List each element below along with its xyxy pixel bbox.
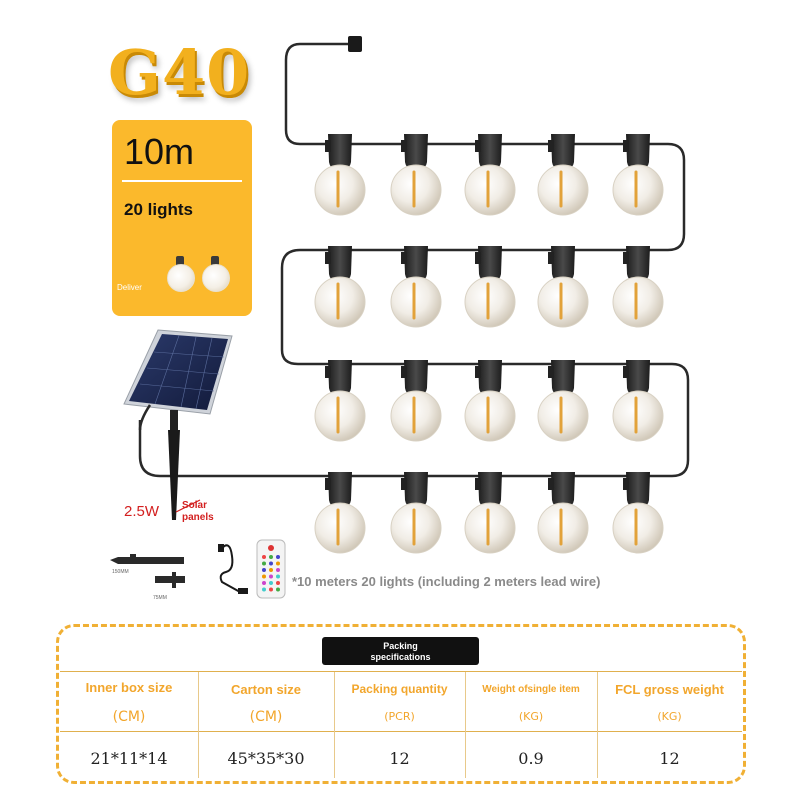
solar-panel-label: Solar panels	[182, 500, 214, 524]
light-bulb	[314, 134, 366, 216]
solar-panel-label-line2: panels	[182, 512, 214, 523]
footnote: *10 meters 20 lights (including 2 meters…	[292, 574, 601, 589]
column-header-weight: Weight ofsingle item	[482, 684, 580, 695]
table-cell: 12	[659, 749, 680, 768]
column-unit: (CM)	[112, 709, 146, 725]
info-card: 10m 20 lights Deliver	[112, 120, 252, 316]
remote-key	[269, 561, 273, 566]
remote-key	[262, 581, 266, 585]
remote-key	[276, 561, 280, 566]
light-count-label: 20 lights	[124, 200, 193, 219]
column-header-carton: Carton size	[230, 682, 302, 697]
light-bulb	[390, 134, 442, 216]
table-cell: 0.9	[518, 749, 544, 768]
bulb-row	[314, 134, 664, 554]
light-bulb	[464, 360, 516, 442]
column-divider	[334, 672, 335, 778]
light-bulb	[314, 472, 366, 554]
length-label: 10m	[124, 131, 195, 172]
light-bulb	[537, 134, 589, 216]
column-divider	[198, 672, 199, 778]
light-bulb	[314, 360, 366, 442]
light-bulb	[612, 134, 664, 216]
column-unit: (CM)	[249, 709, 283, 725]
divider	[122, 180, 242, 182]
remote-key	[276, 587, 280, 592]
remote-key	[262, 574, 266, 579]
remote-key	[269, 587, 273, 592]
remote-key	[269, 555, 273, 559]
spare-bulb-image	[202, 256, 230, 292]
string-lights-illustration	[110, 36, 690, 599]
remote-key	[269, 574, 273, 579]
model-title: G40	[108, 36, 251, 109]
light-bulb	[464, 246, 516, 328]
table-cell: 12	[389, 749, 410, 768]
light-bulb	[464, 134, 516, 216]
light-bulb	[537, 246, 589, 328]
light-bulb	[537, 472, 589, 554]
table-cell: 45*35*30	[227, 749, 305, 768]
table-cell: 21*11*14	[90, 749, 168, 768]
remote-key	[262, 561, 266, 566]
connector-plug	[348, 36, 362, 52]
remote-key	[262, 555, 266, 559]
remote-key	[269, 581, 273, 585]
column-header-inner-box: Inner box size	[85, 680, 173, 695]
remote-control-accessory	[256, 539, 286, 599]
light-bulb	[612, 360, 664, 442]
light-bulb	[537, 360, 589, 442]
column-unit: (KG)	[657, 710, 682, 723]
spare-bulb-image	[167, 256, 195, 292]
remote-key	[262, 587, 266, 592]
light-bulb	[390, 360, 442, 442]
remote-key	[262, 568, 266, 572]
column-divider	[465, 672, 466, 778]
usb-cable-accessory	[218, 544, 248, 594]
table-divider	[60, 731, 742, 732]
packing-specs-table	[56, 624, 746, 784]
remote-key	[276, 555, 280, 559]
column-header-fcl: FCL gross weight	[615, 682, 724, 697]
column-header-quantity: Packing quantity	[351, 682, 448, 696]
light-bulb	[390, 472, 442, 554]
solar-panel	[123, 329, 233, 520]
table-divider	[60, 671, 742, 672]
remote-key	[276, 568, 280, 572]
bracket-dimension-label: 75MM	[153, 595, 167, 601]
column-unit: (KG)	[518, 710, 544, 723]
ground-stake-accessory	[110, 554, 185, 588]
specs-header-text: Packing specifications	[370, 641, 431, 662]
light-bulb	[464, 472, 516, 554]
column-unit: (PCR)	[384, 710, 415, 723]
solar-power-label: 2.5W	[124, 503, 160, 520]
remote-key	[276, 574, 280, 579]
light-bulb	[314, 246, 366, 328]
cable	[138, 42, 690, 478]
specs-header: Packing specifications	[322, 637, 479, 665]
deliver-label: Deliver	[117, 283, 142, 292]
light-bulb	[612, 472, 664, 554]
solar-panel-label-line1: Solar	[182, 500, 208, 511]
light-bulb	[390, 246, 442, 328]
light-bulb	[612, 246, 664, 328]
remote-key	[276, 581, 280, 585]
column-divider	[597, 672, 598, 778]
remote-key	[269, 568, 273, 572]
stake-dimension-label: 150MM	[112, 569, 129, 575]
